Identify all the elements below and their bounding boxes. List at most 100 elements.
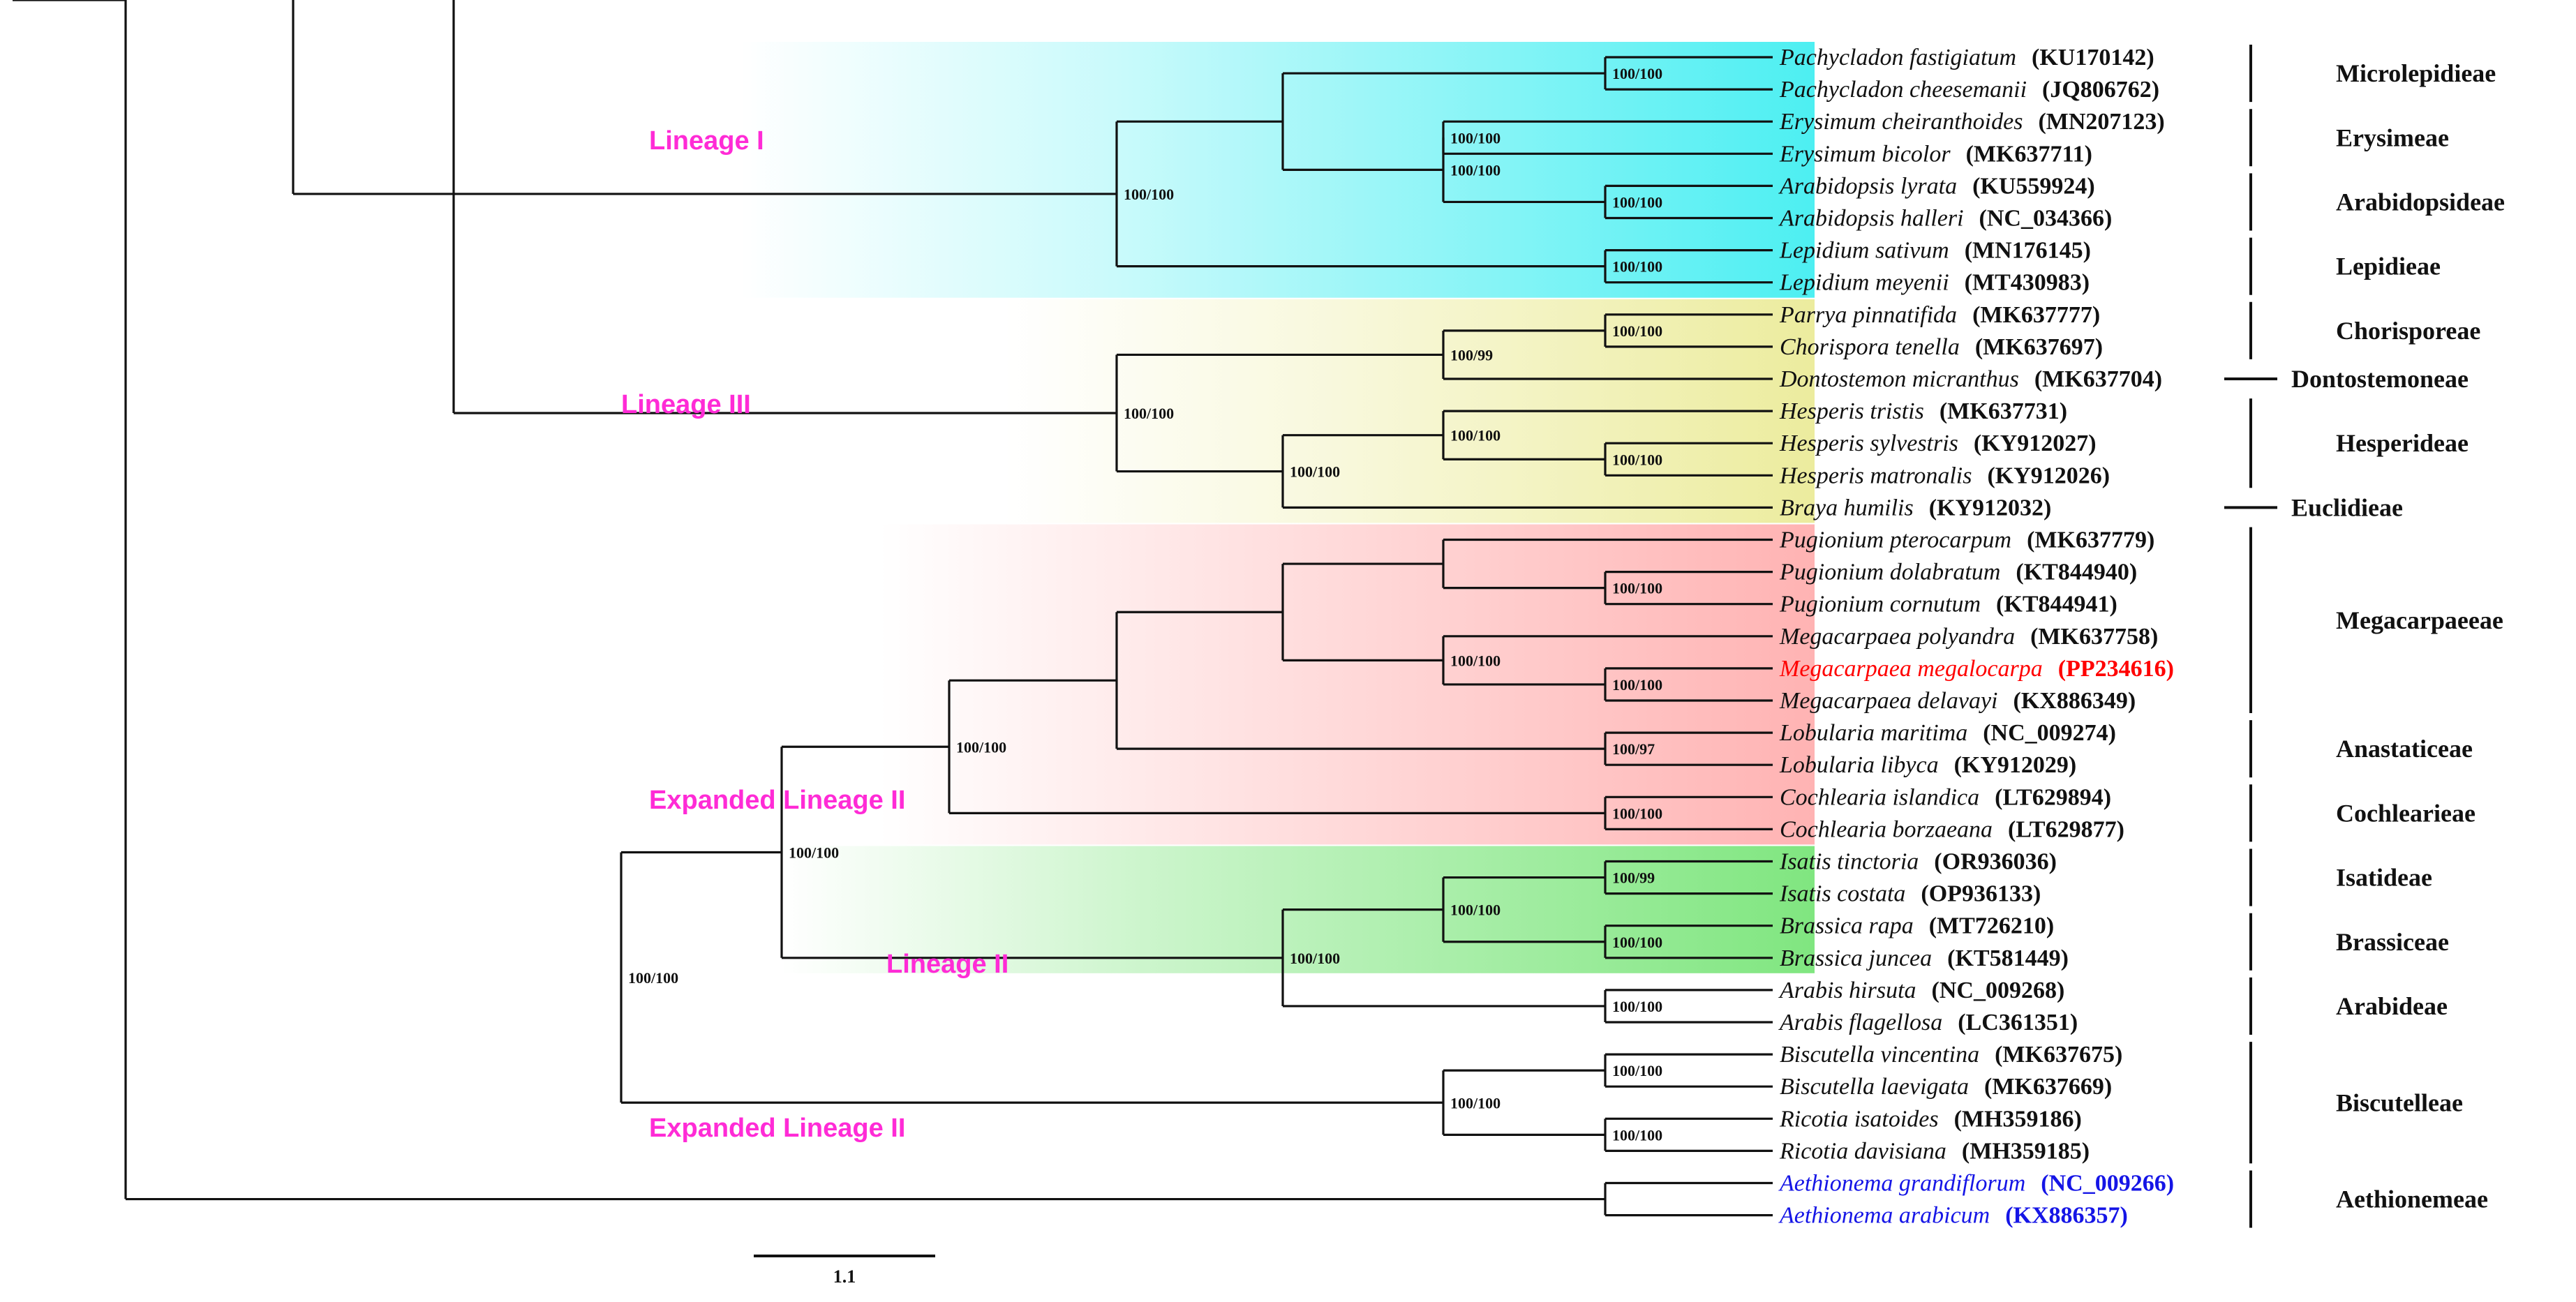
taxon-label: Arabidopsis halleri(NC_034366) [1778, 206, 2112, 232]
support-value: 100/100 [1612, 451, 1662, 468]
support-value: 100/100 [1612, 193, 1662, 211]
support-value: 100/100 [1612, 322, 1662, 340]
species-name: Megacarpaea delavayi [1779, 688, 1998, 714]
taxon-label: Parrya pinnatifida(MK637777) [1779, 302, 2100, 328]
support-value: 100/100 [1612, 805, 1662, 822]
support-value: 100/100 [1450, 427, 1501, 444]
taxon-label: Pachycladon fastigiatum(KU170142) [1779, 45, 2154, 70]
support-value: 100/100 [1612, 580, 1662, 597]
tribe-label: Anastaticeae [2336, 735, 2473, 763]
tribe-label: Megacarpaeeae [2336, 606, 2503, 634]
species-name: Isatis tinctoria [1779, 849, 1919, 875]
accession-number: (KU170142) [2032, 45, 2154, 70]
taxon-label: Brassica juncea(KT581449) [1780, 945, 2069, 971]
tribe-label: Brassiceae [2336, 928, 2449, 956]
support-value: 100/100 [1124, 186, 1174, 203]
species-name: Arabidopsis lyrata [1778, 173, 1957, 199]
accession-number: (MK637758) [2030, 624, 2158, 650]
support-value: 100/100 [1612, 934, 1662, 951]
taxon-label: Lepidium sativum(MN176145) [1779, 238, 2091, 264]
accession-number: (LT629877) [2008, 816, 2124, 842]
accession-number: (MK637669) [1984, 1074, 2112, 1100]
accession-number: (MT430983) [1965, 270, 2090, 296]
support-value: 100/100 [1612, 65, 1662, 82]
taxon-label: Megacarpaea megalocarpa (PP234616) [1779, 656, 2174, 682]
lineage-label: Expanded Lineage II [649, 786, 905, 815]
species-name: Chorispora tenella [1780, 334, 1960, 360]
accession-number: (MK637697) [1975, 334, 2103, 360]
taxon-label: Hesperis tristis(MK637731) [1779, 398, 2067, 424]
species-name: Ricotia davisiana [1779, 1138, 1946, 1164]
accession-number: (NC_009268) [1932, 978, 2065, 1003]
accession-number: (NC_009274) [1983, 720, 2116, 746]
taxon-label: Cochlearia borzaeana (LT629877) [1780, 816, 2124, 842]
tribe-label: Aethionemeae [2336, 1185, 2488, 1213]
accession-number: (MK637704) [2034, 366, 2162, 392]
accession-number: (NC_009266) [2041, 1171, 2174, 1197]
tribe-label: Hesperideae [2336, 429, 2469, 457]
taxon-label: Isatis costata(OP936133) [1779, 881, 2041, 907]
accession-number: (MK637675) [1995, 1042, 2122, 1068]
accession-number: (PP234616) [2058, 656, 2174, 682]
accession-number: (MK637777) [1972, 302, 2100, 328]
taxon-label: Aethionema grandiflorum(NC_009266) [1778, 1171, 2174, 1197]
tribe-label: Microlepidieae [2336, 59, 2496, 87]
species-name: Ricotia isatoides [1779, 1106, 1939, 1132]
species-name: Hesperis matronalis [1779, 463, 1972, 488]
support-value: 100/100 [1612, 998, 1662, 1015]
accession-number: (MK637731) [1940, 398, 2067, 424]
species-name: Brassica juncea [1780, 945, 1932, 971]
scale-bar-label: 1.1 [833, 1266, 856, 1287]
support-value: 100/100 [1612, 1062, 1662, 1079]
tribe-labels: MicrolepidieaeErysimeaeArabidopsideaeLep… [2224, 45, 2505, 1228]
support-value: 100/100 [1612, 676, 1662, 694]
taxon-label: Arabidopsis lyrata(KU559924) [1778, 173, 2095, 199]
taxon-label: Brassica rapa(MT726210) [1780, 913, 2054, 939]
taxon-label: Dontostemon micranthus(MK637704) [1779, 366, 2162, 392]
taxon-label: Aethionema arabicum(KX886357) [1778, 1203, 2128, 1229]
species-name: Arabis hirsuta [1778, 978, 1916, 1003]
tribe-label: Arabideae [2336, 992, 2448, 1020]
species-name: Cochlearia borzaeana [1780, 816, 1993, 842]
taxon-label: Arabis flagellosa(LC361351) [1778, 1010, 2078, 1035]
taxon-label: Megacarpaea delavayi (KX886349) [1779, 688, 2136, 714]
tribe-label: Biscutelleae [2336, 1088, 2463, 1116]
lineage-label: Lineage II [886, 950, 1008, 979]
taxon-label: Biscutella laevigata(MK637669) [1780, 1074, 2112, 1100]
taxon-label: Biscutella vincentina(MK637675) [1780, 1042, 2122, 1068]
support-values: 100/100 100/100 100/100 100/100 100/100 100/1… [300, 0, 1662, 1144]
taxon-label: Hesperis matronalis(KY912026) [1779, 463, 2110, 488]
tree-branches [13, 0, 1773, 1217]
species-name: Brassica rapa [1780, 913, 1914, 939]
taxon-label: Erysimum cheiranthoides(MN207123) [1779, 109, 2165, 135]
accession-number: (LC361351) [1958, 1010, 2078, 1035]
tribe-label: Euclidieae [2291, 493, 2403, 521]
species-name: Cochlearia islandica [1780, 784, 1979, 810]
accession-number: (KX886357) [2005, 1203, 2128, 1229]
accession-number: (MK637779) [2027, 527, 2154, 553]
taxon-label: Lepidium meyenii(MT430983) [1779, 270, 2090, 296]
taxon-label: Isatis tinctoria (OR936036) [1779, 849, 2057, 875]
taxon-label: Lobularia libyca(KY912029) [1779, 752, 2076, 778]
accession-number: (KX886349) [2013, 688, 2136, 714]
lineage-band-0 [740, 42, 1815, 298]
accession-number: (OR936036) [1934, 849, 2057, 875]
support-value: 100/99 [1612, 869, 1655, 887]
species-name: Megacarpaea megalocarpa [1779, 656, 2043, 682]
taxon-label: Ricotia davisiana(MH359185) [1779, 1138, 2090, 1164]
taxon-label: Chorispora tenella (MK637697) [1780, 334, 2103, 360]
taxon-labels: Pachycladon fastigiatum(KU170142)Pachycl… [1778, 45, 2174, 1229]
taxon-label: Pugionium dolabratum(KT844940) [1779, 560, 2137, 585]
tribe-label: Chorisporeae [2336, 317, 2480, 345]
taxon-label: Lobularia maritima(NC_009274) [1779, 720, 2116, 746]
support-value: 100/100 [1290, 950, 1340, 967]
support-value: 100/97 [1612, 740, 1655, 758]
accession-number: (OP936133) [1921, 881, 2041, 907]
species-name: Arabidopsis halleri [1778, 206, 1964, 232]
tribe-label: Erysimeae [2336, 124, 2449, 151]
support-value: 100/100 [1450, 161, 1501, 179]
support-value: 100/100 [1612, 1126, 1662, 1144]
species-name: Hesperis sylvestris [1779, 431, 1958, 456]
